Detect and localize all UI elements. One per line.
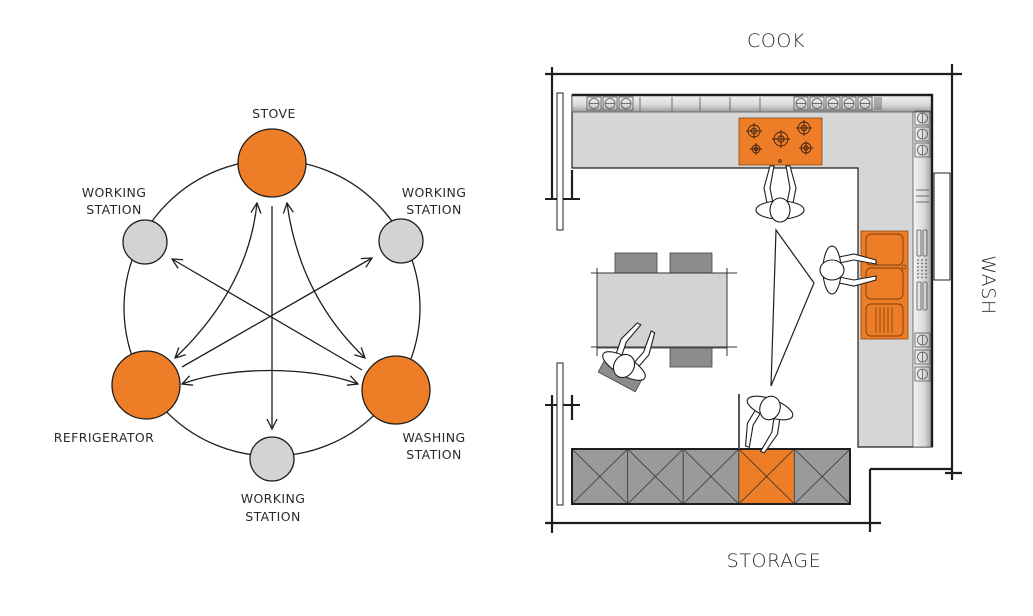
dishwasher-dot	[921, 262, 923, 265]
sink	[860, 230, 909, 340]
people-figures	[602, 165, 877, 454]
dishwasher-dot	[917, 273, 919, 275]
storage-cross	[682, 448, 740, 505]
stove-cooktop	[738, 117, 823, 166]
right-appliance-strip	[912, 111, 933, 448]
appliance-knob-box	[914, 349, 931, 365]
stove-burners	[746, 120, 813, 163]
storage-units	[571, 448, 851, 505]
right-strip-details	[914, 110, 931, 382]
appliance-knob-box	[809, 96, 825, 111]
sink-bowl-1	[865, 233, 904, 266]
refrigerator-label: REFRIGERATOR	[54, 430, 154, 445]
appliance-knob-box	[914, 366, 931, 382]
appliance-knob-box	[914, 126, 931, 142]
left-window-bottom	[556, 362, 564, 506]
stove-label: STOVE	[252, 106, 296, 121]
working-station-bottom-label-line2: STATION	[245, 509, 301, 524]
dishwasher-dot	[917, 266, 919, 268]
dishwasher-dot	[921, 259, 923, 261]
storage-cross	[571, 448, 628, 505]
arrow-stove-refrigerator	[175, 203, 257, 358]
working-station-bottom-label-line1: WORKING	[241, 491, 306, 506]
dishwasher-dot	[925, 266, 927, 268]
washing-station	[361, 355, 431, 425]
arrow-washing-working-left	[172, 259, 363, 371]
washing-station-label-line2: STATION	[406, 447, 462, 462]
storage-unit-2	[627, 448, 684, 505]
dining-table	[591, 252, 737, 393]
refrigerator-station	[111, 350, 181, 420]
dishwasher-dot	[917, 276, 919, 279]
connection-arrows	[172, 203, 372, 429]
working-station-bottom	[249, 436, 295, 482]
arrow-refrigerator-working-right	[181, 258, 372, 368]
dishwasher-dot	[925, 276, 927, 279]
appliance-knob-box	[586, 96, 602, 111]
table-top	[596, 272, 728, 349]
right-window	[933, 172, 951, 281]
storage-unit-5	[793, 448, 851, 505]
working-station-top-left-label-line2: STATION	[86, 202, 142, 217]
working-station-top-right-label-line1: WORKING	[402, 185, 467, 200]
work-triangle-diagram: STOVE WORKING STATION WORKING STATION RE…	[54, 106, 467, 524]
person-at-storage	[744, 395, 794, 454]
arrow-stove-washing	[287, 203, 365, 358]
working-station-top-right-label-line2: STATION	[406, 202, 462, 217]
appliance-knob-box	[618, 96, 634, 111]
chair-top-left	[614, 252, 658, 274]
dishwasher-dot	[925, 273, 927, 275]
dishwasher-dot	[917, 262, 919, 265]
head	[819, 259, 845, 281]
working-station-top-left	[122, 219, 168, 265]
stove-knob-icon	[778, 159, 782, 163]
sink-drainboard	[865, 303, 904, 337]
chair-top-right	[669, 252, 713, 274]
dishwasher-dot	[921, 276, 923, 279]
storage-zone-label: STORAGE	[727, 550, 822, 572]
arrow-refrigerator-washing	[182, 369, 358, 385]
washing-station-label-line1: WASHING	[402, 430, 465, 445]
person-at-sink	[819, 245, 877, 295]
cook-zone-label: COOK	[747, 30, 805, 52]
dishwasher-dot	[917, 259, 919, 261]
wash-zone-label: WASH	[977, 255, 999, 315]
storage-unit-4	[738, 448, 795, 505]
dishwasher-dot	[925, 259, 927, 261]
head	[612, 353, 636, 379]
appliance-knob-box	[857, 96, 873, 111]
appliance-knob-box	[914, 142, 931, 158]
storage-unit-3	[682, 448, 740, 505]
sink-bowl-2	[865, 267, 904, 300]
dishwasher-dot	[925, 269, 927, 272]
working-station-top-right	[378, 218, 424, 264]
storage-unit-1	[571, 448, 629, 505]
kitchen-floor-plan: COOK WASH STORAGE	[545, 30, 999, 572]
dishwasher-dot	[917, 269, 919, 272]
person-at-stove	[755, 165, 805, 223]
dishwasher-dot	[921, 266, 923, 268]
top-strip-details	[586, 96, 882, 111]
appliance-knob-box	[825, 96, 841, 111]
person-at-table	[602, 322, 656, 381]
chair-bottom-right	[669, 346, 713, 368]
head	[769, 197, 791, 223]
storage-cross	[794, 448, 851, 505]
dishwasher-dot	[921, 273, 923, 275]
appliance-knob-box	[914, 110, 931, 126]
storage-cross	[627, 448, 684, 505]
appliance-knob-box	[602, 96, 618, 111]
left-window-top	[556, 92, 564, 231]
appliance-knob-box	[793, 96, 809, 111]
working-station-top-left-label-line1: WORKING	[82, 185, 147, 200]
appliance-knob-box	[841, 96, 857, 111]
dishwasher-dot	[921, 269, 923, 272]
appliance-knob-box	[914, 332, 931, 348]
head	[759, 395, 781, 421]
work-triangle-path	[770, 228, 815, 387]
stove-station	[237, 128, 307, 198]
storage-cross	[738, 448, 795, 505]
dishwasher-dot	[925, 262, 927, 265]
